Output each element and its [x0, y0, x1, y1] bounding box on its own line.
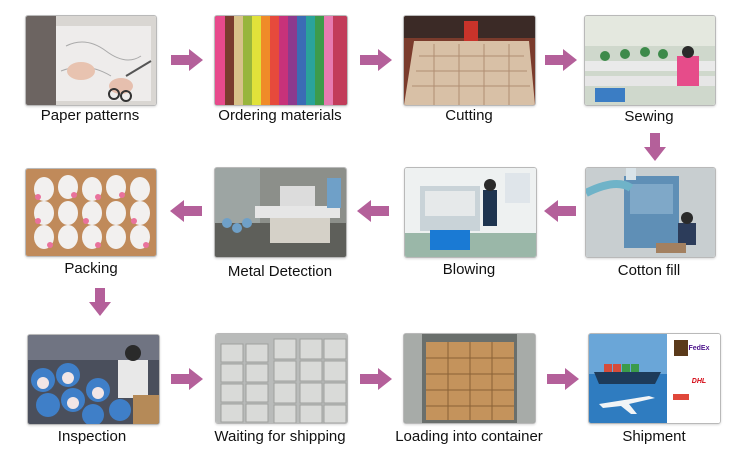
- inspection-photo: [27, 334, 160, 425]
- arrow-right-3: [545, 49, 577, 71]
- arrow-right-1: [171, 49, 203, 71]
- waiting-for-shipping-photo: [215, 333, 348, 424]
- step-label-cotton-fill: Cotton fill: [617, 262, 681, 279]
- loading-into-container-photo: [403, 333, 536, 424]
- arrow-left-2: [357, 200, 389, 222]
- step-label-loading-into-container: Loading into container: [395, 428, 543, 445]
- step-label-sewing: Sewing: [624, 108, 674, 125]
- cutting-photo: [403, 15, 536, 106]
- arrow-right-4: [171, 368, 203, 390]
- step-label-ordering-materials: Ordering materials: [218, 107, 342, 124]
- shipment-photo: [588, 333, 721, 424]
- shipment-logo-fedex: FedEx: [688, 345, 710, 352]
- arrow-left-1: [544, 200, 576, 222]
- arrow-right-2: [360, 49, 392, 71]
- paper-patterns-photo: [25, 15, 157, 106]
- shipment-logo-dhl: DHL: [691, 378, 707, 385]
- step-label-paper-patterns: Paper patterns: [40, 107, 140, 124]
- step-label-metal-detection: Metal Detection: [227, 263, 333, 280]
- arrow-right-5: [360, 368, 392, 390]
- step-label-waiting-for-shipping: Waiting for shipping: [214, 428, 346, 445]
- cotton-fill-photo: [585, 167, 716, 258]
- ordering-materials-photo: [214, 15, 348, 106]
- blowing-photo: [404, 167, 537, 258]
- arrow-right-6: [547, 368, 579, 390]
- step-label-shipment: Shipment: [622, 428, 686, 445]
- metal-detection-photo: [214, 167, 347, 258]
- step-label-packing: Packing: [64, 260, 118, 277]
- sewing-photo: [584, 15, 716, 106]
- step-label-blowing: Blowing: [442, 261, 496, 278]
- packing-photo: [25, 168, 157, 257]
- step-label-cutting: Cutting: [445, 107, 493, 124]
- arrow-down-1: [644, 133, 666, 161]
- arrow-left-3: [170, 200, 202, 222]
- step-label-inspection: Inspection: [57, 428, 127, 445]
- arrow-down-2: [89, 288, 111, 316]
